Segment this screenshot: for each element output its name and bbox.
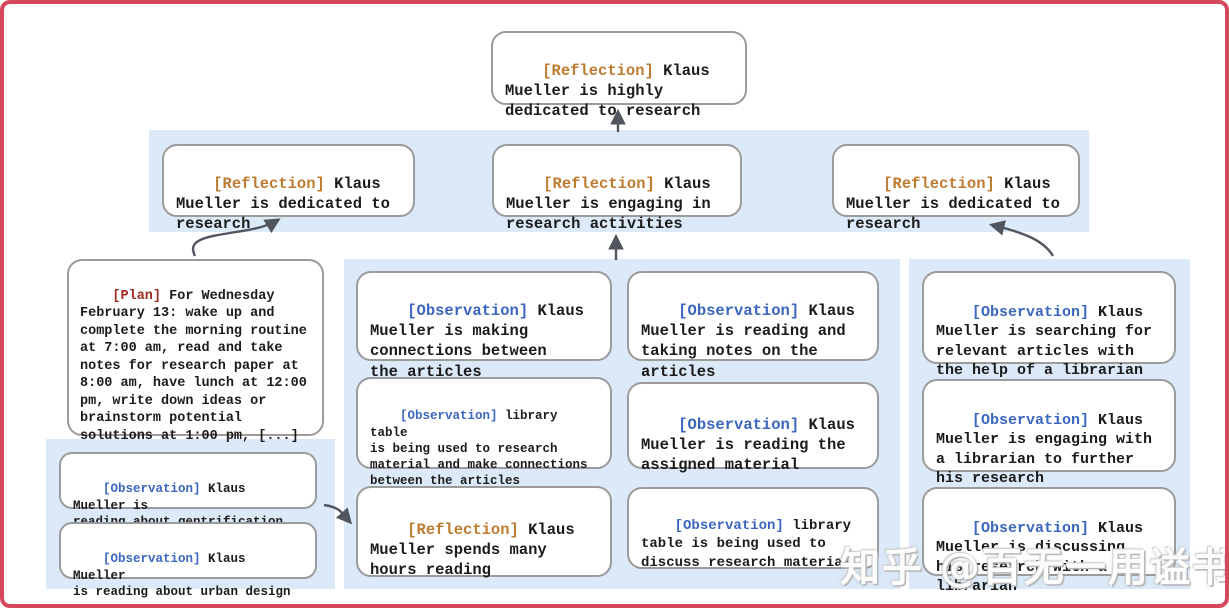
node-reflection-l2-mid: [Reflection] Klaus Mueller is engaging i… — [492, 144, 742, 233]
node-reflection-l2-left: [Reflection] Klaus Mueller is dedicated … — [162, 144, 415, 233]
observation-label: [Observation] — [972, 303, 1090, 321]
reflection-label: [Reflection] — [543, 175, 655, 194]
observation-label: [Observation] — [407, 302, 529, 321]
node-plan: [Plan] For Wednesday February 13: wake u… — [67, 259, 324, 444]
node-text: Klaus Mueller is dedicated to research — [846, 175, 1060, 234]
node-text: Klaus Mueller is discussing his research… — [936, 519, 1144, 596]
node-observation-engaging-librarian: [Observation] Klaus Mueller is engaging … — [922, 379, 1176, 487]
node-text: library table is being used to research … — [370, 409, 588, 489]
node-observation-searching-articles: [Observation] Klaus Mueller is searching… — [922, 271, 1176, 379]
node-observation-taking-notes: [Observation] Klaus Mueller is reading a… — [627, 271, 879, 381]
node-observation-urban-design: [Observation] Klaus Mueller is reading a… — [59, 522, 317, 599]
observation-label: [Observation] — [972, 519, 1090, 537]
reflection-label: [Reflection] — [883, 175, 995, 194]
reflection-label: [Reflection] — [213, 175, 325, 194]
node-observation-discussing-research: [Observation] Klaus Mueller is discussin… — [922, 487, 1176, 595]
node-observation-gentrification: [Observation] Klaus Mueller is reading a… — [59, 452, 317, 529]
observation-label: [Observation] — [678, 416, 800, 435]
reflection-label: [Reflection] — [542, 62, 654, 81]
node-text: library table is being used to discuss r… — [641, 518, 852, 571]
plan-label: [Plan] — [112, 288, 162, 304]
node-text: For Wednesday February 13: wake up and c… — [80, 288, 307, 444]
node-text: Klaus Mueller spends many hours reading — [370, 521, 575, 580]
node-observation-library-table-discuss: [Observation] library table is being use… — [627, 487, 879, 571]
observation-label: [Observation] — [400, 409, 498, 424]
node-text: Klaus Mueller is searching for relevant … — [936, 303, 1153, 380]
node-reflection-l2-right: [Reflection] Klaus Mueller is dedicated … — [832, 144, 1080, 233]
node-observation-assigned-material: [Observation] Klaus Mueller is reading t… — [627, 382, 879, 474]
observation-label: [Observation] — [674, 518, 784, 535]
zhihu-watermark: 知乎 @百无一用谥书生 — [840, 545, 1225, 591]
node-text: Klaus Mueller is reading and taking note… — [641, 302, 855, 381]
node-text: Klaus Mueller is reading the assigned ma… — [641, 416, 855, 475]
observation-label: [Observation] — [678, 302, 800, 321]
observation-label: [Observation] — [972, 411, 1090, 429]
node-text: Klaus Mueller is engaging with a librari… — [936, 411, 1153, 488]
node-reflection-root: [Reflection] Klaus Mueller is highly ded… — [491, 31, 747, 120]
reflection-label: [Reflection] — [407, 521, 519, 540]
node-text: Klaus Mueller is highly dedicated to res… — [505, 62, 710, 121]
node-text: Klaus Mueller is making connections betw… — [370, 302, 584, 381]
observation-label: [Observation] — [103, 482, 201, 497]
node-observation-library-table-research: [Observation] library table is being use… — [356, 377, 612, 488]
node-text: Klaus Mueller is reading about urban des… — [73, 552, 291, 599]
node-reflection-spends-hours-reading: [Reflection] Klaus Mueller spends many h… — [356, 486, 612, 580]
observation-label: [Observation] — [103, 552, 201, 567]
node-text: Klaus Mueller is engaging in research ac… — [506, 175, 711, 234]
node-observation-making-connections: [Observation] Klaus Mueller is making co… — [356, 271, 612, 381]
